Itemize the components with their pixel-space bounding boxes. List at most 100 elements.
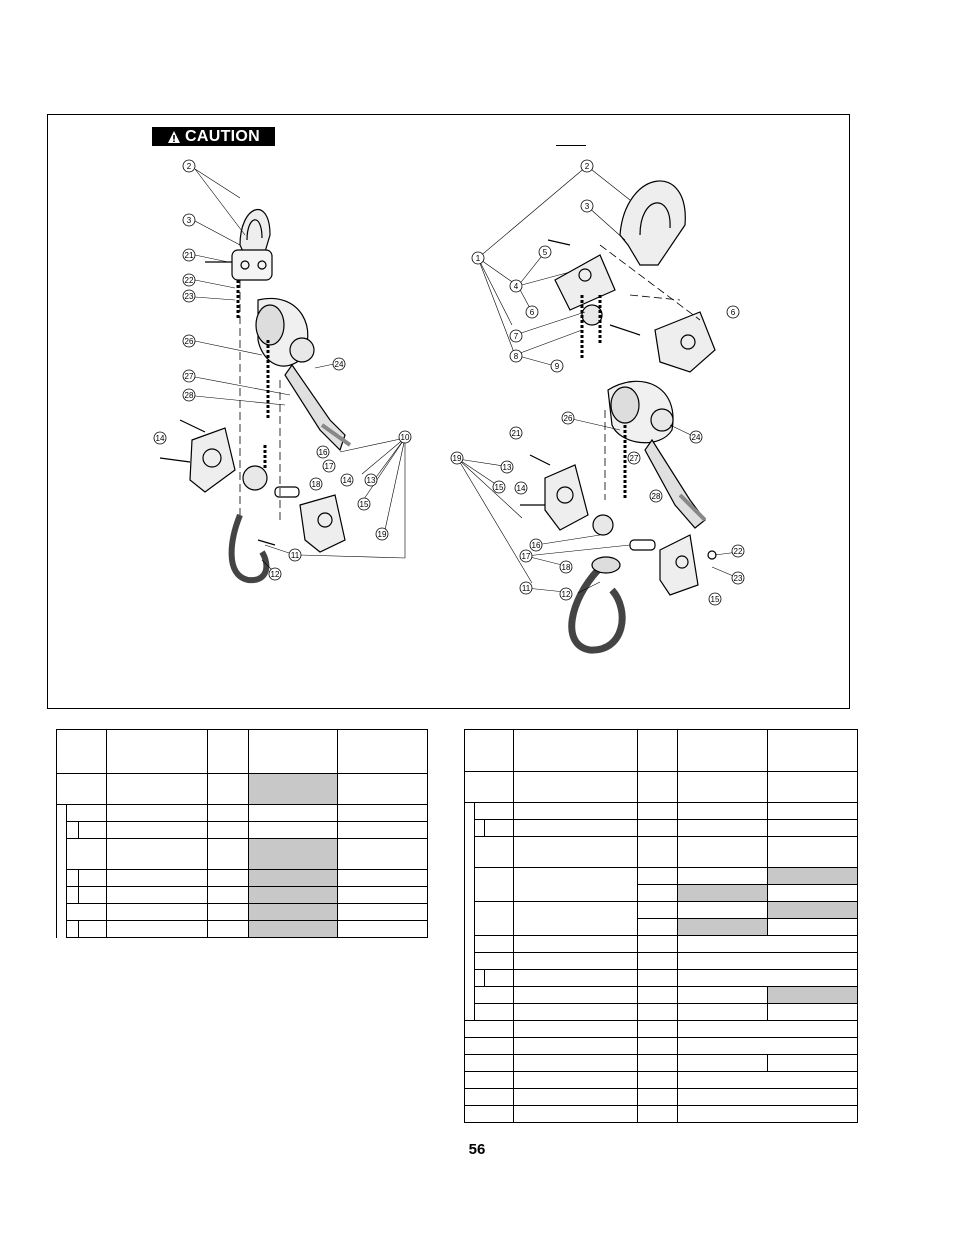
caution-text: CAUTION (185, 127, 260, 145)
svg-text:15: 15 (360, 500, 369, 509)
callout-13: 13 (364, 473, 378, 487)
callout-18: 18 (309, 477, 323, 491)
svg-text:17: 17 (522, 552, 531, 561)
table-header-row (55, 729, 429, 774)
callout-28: 28 (649, 489, 663, 503)
callout-19: 19 (450, 451, 464, 465)
left-parts-table (55, 729, 429, 938)
table-row (465, 952, 859, 970)
callout-3: 3 (580, 199, 594, 213)
callout-9: 9 (550, 359, 564, 373)
svg-text:22: 22 (734, 547, 743, 556)
callout-6b: 6 (726, 305, 740, 319)
svg-text:1: 1 (476, 254, 481, 263)
svg-text:8: 8 (514, 352, 519, 361)
table-row (463, 1020, 859, 1038)
table-row (57, 903, 429, 921)
warning-triangle-icon (168, 130, 180, 143)
callout-3: 3 (182, 213, 196, 227)
caption-underline (556, 145, 586, 146)
callout-21: 21 (182, 248, 196, 262)
callout-24: 24 (332, 357, 346, 371)
svg-text:2: 2 (187, 162, 192, 171)
svg-text:21: 21 (185, 251, 194, 260)
table-row (465, 836, 859, 868)
table-row (463, 1088, 859, 1106)
svg-text:6: 6 (530, 308, 535, 317)
table-row (56, 804, 429, 938)
svg-text:26: 26 (185, 337, 194, 346)
callout-16: 16 (529, 538, 543, 552)
svg-text:5: 5 (543, 248, 548, 257)
exploded-view-diagram: 2 3 21 22 23 26 27 28 24 14 16 17 18 15 … (153, 159, 745, 654)
table-row (57, 920, 429, 938)
callout-28: 28 (182, 388, 196, 402)
callout-14b: 14 (340, 473, 354, 487)
svg-text:28: 28 (185, 391, 194, 400)
callout-27: 27 (182, 369, 196, 383)
callout-6: 6 (525, 305, 539, 319)
svg-text:27: 27 (630, 454, 639, 463)
callout-2: 2 (182, 159, 196, 173)
svg-text:9: 9 (555, 362, 560, 371)
callout-22: 22 (731, 544, 745, 558)
callout-14: 14 (514, 481, 528, 495)
svg-text:6: 6 (731, 308, 736, 317)
svg-text:18: 18 (312, 480, 321, 489)
svg-text:15: 15 (711, 595, 720, 604)
svg-text:10: 10 (401, 433, 410, 442)
svg-text:14: 14 (156, 434, 165, 443)
svg-text:27: 27 (185, 372, 194, 381)
table-row (465, 1003, 859, 1021)
callout-7: 7 (509, 329, 523, 343)
right-callouts: 2 3 5 1 4 6 6 7 8 9 26 24 21 27 28 19 13… (450, 159, 745, 606)
table-header-row (463, 729, 859, 772)
callout-17: 17 (519, 549, 533, 563)
table-row (57, 869, 429, 887)
svg-text:13: 13 (367, 476, 376, 485)
table-row (463, 1071, 859, 1089)
callout-16: 16 (316, 445, 330, 459)
svg-text:16: 16 (532, 541, 541, 550)
callout-10: 10 (398, 430, 412, 444)
callout-12: 12 (559, 587, 573, 601)
right-parts-table (463, 729, 859, 1123)
svg-text:4: 4 (514, 282, 519, 291)
svg-text:15: 15 (495, 483, 504, 492)
left-callouts: 2 3 21 22 23 26 27 28 24 14 16 17 18 15 … (153, 159, 412, 581)
table-row (57, 821, 429, 839)
callout-1: 1 (471, 251, 485, 265)
svg-text:3: 3 (187, 216, 192, 225)
callout-15: 15 (492, 480, 506, 494)
callout-14: 14 (153, 431, 167, 445)
callout-27: 27 (627, 451, 641, 465)
callout-21: 21 (509, 426, 523, 440)
svg-text:11: 11 (291, 551, 300, 560)
table-row (465, 819, 859, 837)
callout-11: 11 (519, 581, 533, 595)
table-row (465, 884, 859, 902)
callout-26: 26 (561, 411, 575, 425)
svg-text:28: 28 (652, 492, 661, 501)
svg-text:26: 26 (564, 414, 573, 423)
svg-text:7: 7 (514, 332, 519, 341)
right-hoist-drawing (520, 180, 717, 654)
callout-22: 22 (182, 273, 196, 287)
table-row (463, 1105, 859, 1123)
table-row (465, 918, 859, 936)
callout-17: 17 (322, 459, 336, 473)
svg-text:12: 12 (271, 570, 280, 579)
table-row (465, 935, 859, 953)
callout-11: 11 (288, 548, 302, 562)
svg-text:23: 23 (185, 292, 194, 301)
table-row (57, 886, 429, 904)
table-row (57, 838, 429, 870)
table-row (465, 986, 859, 1004)
svg-text:24: 24 (335, 360, 344, 369)
table-row (463, 1054, 859, 1072)
svg-text:14: 14 (343, 476, 352, 485)
svg-text:3: 3 (585, 202, 590, 211)
svg-text:22: 22 (185, 276, 194, 285)
table-row (463, 1037, 859, 1055)
callout-2: 2 (580, 159, 594, 173)
